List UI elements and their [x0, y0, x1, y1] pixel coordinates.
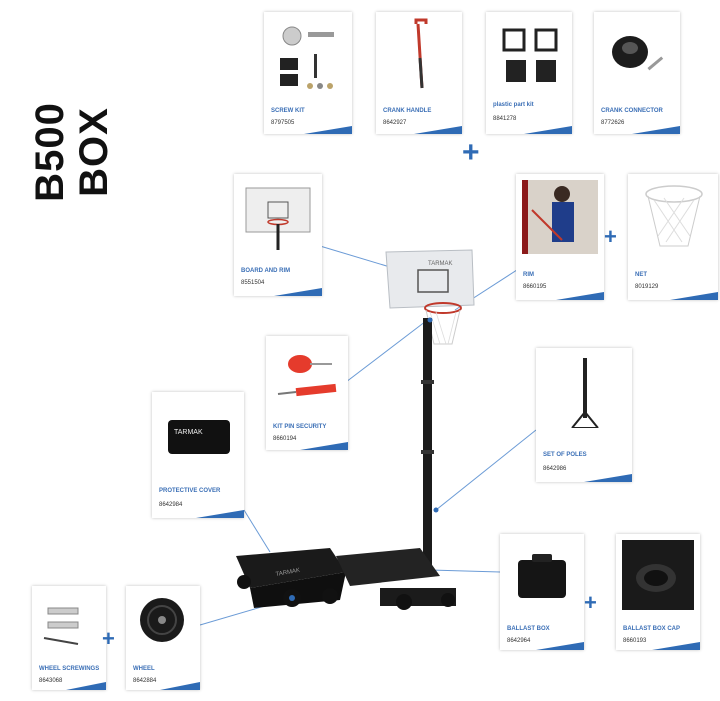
- rim-name: RIM: [523, 272, 534, 278]
- crank-handle-ref: 8642927: [383, 120, 407, 126]
- set-of-poles-image: [542, 354, 626, 428]
- crank-handle-image: [382, 18, 456, 92]
- part-card-ballast-box[interactable]: BALLAST BOX 8642964: [500, 534, 584, 650]
- kit-pin-security-image: [272, 342, 342, 416]
- wheel-name: WHEEL: [133, 666, 155, 672]
- connector-poles: [435, 429, 537, 511]
- card-accent-stripe: [524, 126, 572, 134]
- crank-connector-ref: 8772626: [601, 120, 625, 126]
- set-of-poles-name: SET OF POLES: [543, 452, 587, 458]
- plus-icon: +: [584, 590, 597, 615]
- part-card-screw-kit[interactable]: SCREW KIT 8797505: [264, 12, 352, 134]
- plastic-part-kit-image: [492, 18, 566, 92]
- connector-cover: [243, 509, 271, 553]
- net-name: NET: [635, 272, 647, 278]
- card-accent-stripe: [160, 682, 200, 690]
- net-ref: 8019129: [635, 284, 659, 290]
- part-card-kit-pin-security[interactable]: KIT PIN SECURITY 8660194: [266, 336, 348, 450]
- card-accent-stripe: [670, 292, 718, 300]
- card-accent-stripe: [414, 126, 462, 134]
- board-and-rim-name: BOARD AND RIM: [241, 268, 291, 274]
- ballast-box-name: BALLAST BOX: [507, 626, 550, 632]
- plus-icon: +: [604, 224, 617, 249]
- part-card-board-and-rim[interactable]: BOARD AND RIM 8551504: [234, 174, 322, 296]
- wheel-screwings-name: WHEEL SCREWINGS: [39, 666, 100, 672]
- screw-kit-ref: 8797505: [271, 120, 295, 126]
- protective-cover-image: TARMAK: [158, 398, 238, 472]
- board-brand: TARMAK: [428, 261, 453, 267]
- plastic-part-kit-ref: 8841278: [493, 116, 517, 122]
- connector-ballast: [429, 569, 501, 573]
- set-of-poles-ref: 8642986: [543, 466, 567, 472]
- connector-pin: [345, 317, 431, 383]
- card-accent-stripe: [196, 510, 244, 518]
- plastic-part-kit-name: plastic part kit: [493, 102, 534, 108]
- card-accent-stripe: [300, 442, 348, 450]
- part-card-net[interactable]: NET 8019129: [628, 174, 718, 300]
- card-accent-stripe: [536, 642, 584, 650]
- board-and-rim-image: [240, 180, 316, 254]
- card-accent-stripe: [304, 126, 352, 134]
- wheel-screwings-ref: 8643068: [39, 678, 63, 684]
- part-card-crank-handle[interactable]: CRANK HANDLE 8642927: [376, 12, 462, 134]
- crank-handle-name: CRANK HANDLE: [383, 108, 432, 114]
- card-accent-stripe: [632, 126, 680, 134]
- protective-cover-ref: 8642984: [159, 502, 183, 508]
- part-card-plastic-part-kit[interactable]: plastic part kit 8841278: [486, 12, 572, 134]
- part-card-ballast-box-cap[interactable]: BALLAST BOX CAP 8660193: [616, 534, 700, 650]
- kit-pin-security-name: KIT PIN SECURITY: [273, 424, 327, 430]
- part-card-wheel-screwings[interactable]: WHEEL SCREWINGS 8643068: [32, 586, 106, 690]
- backboard: TARMAK: [385, 249, 475, 309]
- protective-cover-name: PROTECTIVE COVER: [159, 488, 221, 494]
- screw-kit-name: SCREW KIT: [271, 108, 305, 114]
- wheel-screwings-image: [38, 592, 100, 654]
- screw-kit-image: [270, 18, 346, 92]
- part-card-protective-cover[interactable]: TARMAK PROTECTIVE COVER 8642984: [152, 392, 244, 518]
- rim-ref: 8660195: [523, 284, 547, 290]
- plus-icon: +: [462, 136, 480, 169]
- card-accent-stripe: [66, 682, 106, 690]
- ballast-box-cap-ref: 8660193: [623, 638, 647, 644]
- card-accent-stripe: [556, 292, 604, 300]
- net-image: [634, 180, 712, 254]
- card-accent-stripe: [274, 288, 322, 296]
- part-card-crank-connector[interactable]: CRANK CONNECTOR 8772626: [594, 12, 680, 134]
- card-accent-stripe: [652, 642, 700, 650]
- crank-connector-name: CRANK CONNECTOR: [601, 108, 663, 114]
- plus-icon: +: [102, 626, 115, 651]
- ballast-box-cap-image: [622, 540, 694, 614]
- board-and-rim-ref: 8551504: [241, 280, 265, 286]
- crank-connector-image: [600, 18, 674, 92]
- svg-text:TARMAK: TARMAK: [174, 429, 203, 436]
- card-accent-stripe: [584, 474, 632, 482]
- part-card-rim[interactable]: RIM 8660195: [516, 174, 604, 300]
- ballast-box-image: [506, 540, 578, 614]
- cover-brand: TARMAK: [275, 568, 300, 578]
- wheel-image: [132, 592, 194, 654]
- part-card-wheel[interactable]: WHEEL 8642884: [126, 586, 200, 690]
- wheel-ref: 8642884: [133, 678, 157, 684]
- ballast-box-ref: 8642964: [507, 638, 531, 644]
- kit-pin-security-ref: 8660194: [273, 436, 297, 442]
- part-card-set-of-poles[interactable]: SET OF POLES 8642986: [536, 348, 632, 482]
- rim-image: [522, 180, 598, 254]
- ballast-box-cap-name: BALLAST BOX CAP: [623, 626, 680, 632]
